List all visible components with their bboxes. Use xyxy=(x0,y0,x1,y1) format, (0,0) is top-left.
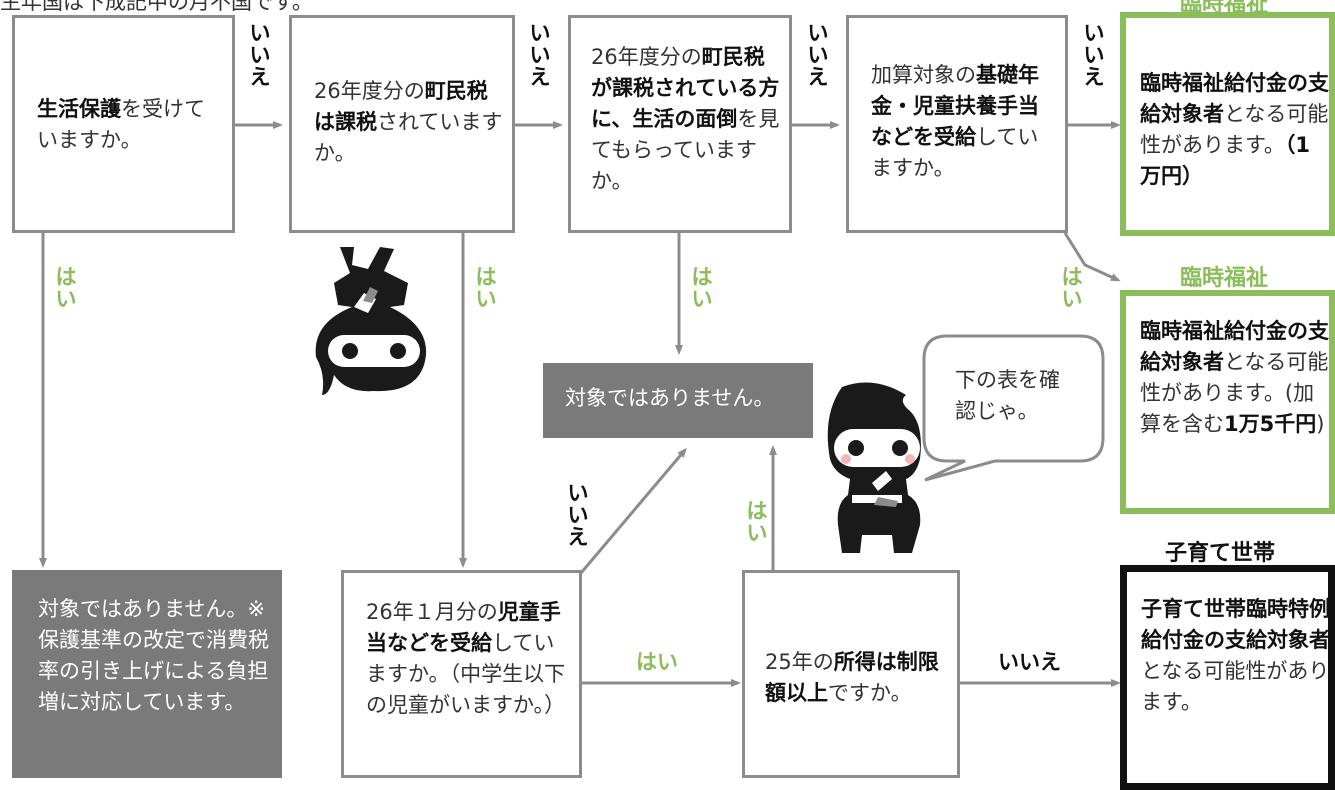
result-not-eligible-left: 対象ではありません。※保護基準の改定で消費税率の引き上げによる負担増に対応してい… xyxy=(12,570,282,778)
question-pension-pre: 加算対象の xyxy=(871,63,976,87)
question-dependent-pre: 26年度分の xyxy=(591,45,702,69)
question-town-tax-pre: 26年度分の xyxy=(314,79,425,103)
label-no-4: いいえ xyxy=(1083,21,1105,89)
heading-child: 子育て世帯 xyxy=(1165,541,1276,566)
question-child-post: していますか。（中学生以下の児童がいますか。） xyxy=(366,631,566,717)
question-welfare: 生活保護を受けていますか。 xyxy=(12,15,235,233)
question-child-bold: 児童手当などを受給 xyxy=(366,600,561,655)
question-town-tax-post: されていますか。 xyxy=(314,110,503,165)
label-yes-5: はい xyxy=(746,499,768,545)
top-note: 生年国は下成記中の月不国です。 xyxy=(0,0,313,14)
result-child-bold: 子育て世帯臨時特例給付金の支給対象者 xyxy=(1141,597,1330,652)
question-pension-post: していますか。 xyxy=(871,125,1039,180)
result-welfare-10k-post: となる可能性があります。 xyxy=(1140,102,1329,157)
label-no-horizontal: いいえ xyxy=(998,650,1061,674)
result-welfare-10k-amount: （1 万円） xyxy=(1140,133,1311,188)
question-dependent: 26年度分の町民税が課税されている方に、生活の面倒を見てもらっていますか。 xyxy=(568,15,792,233)
question-income: 25年の所得は制限額以上ですか。 xyxy=(742,570,960,778)
label-yes-horizontal: はい xyxy=(636,650,678,674)
result-not-eligible-middle-text: 対象ではありません。 xyxy=(565,386,775,410)
label-no-1: いいえ xyxy=(249,21,271,89)
result-welfare-15k-bold: 臨時福祉給付金の支給対象者 xyxy=(1140,319,1329,374)
label-yes-3: はい xyxy=(691,265,713,311)
label-yes-1: はい xyxy=(55,265,77,311)
question-pension: 加算対象の基礎年金・児童扶養手当などを受給していますか。 xyxy=(846,15,1068,233)
question-income-bold: 所得は制限額以上 xyxy=(765,650,939,705)
label-yes-2: はい xyxy=(475,265,497,311)
label-no-3: いいえ xyxy=(807,21,829,89)
question-child-allowance: 26年１月分の児童手当などを受給していますか。（中学生以下の児童がいますか。） xyxy=(341,570,582,778)
ninja-upside-down-icon xyxy=(315,247,427,395)
question-pension-bold: 基礎年金・児童扶養手当などを受給 xyxy=(871,63,1039,149)
question-income-post: ですか。 xyxy=(828,681,912,705)
speech-bubble-text: 下の表を確認じゃ。 xyxy=(955,368,1060,423)
heading-welfare-2: 臨時福祉 xyxy=(1180,266,1269,291)
label-yes-4: はい xyxy=(1061,265,1083,311)
result-welfare-15k-close: ) xyxy=(1316,412,1325,436)
question-dependent-bold: 町民税が課税されている方に、生活の面倒 xyxy=(591,45,780,131)
label-no-5: いいえ xyxy=(567,481,589,549)
speech-bubble xyxy=(922,334,1105,482)
question-dependent-post: を見てもらっていますか。 xyxy=(591,107,780,193)
result-welfare-15k-amount: 1万5千円 xyxy=(1224,412,1317,436)
result-welfare-10k-bold: 臨時福祉給付金の支給対象者 xyxy=(1140,71,1329,126)
label-no-2: いいえ xyxy=(529,21,551,89)
result-not-eligible-left-text: 対象ではありません。※保護基準の改定で消費税率の引き上げによる負担増に対応してい… xyxy=(38,597,269,714)
question-welfare-text: を受けていますか。 xyxy=(37,97,205,152)
question-child-pre: 26年１月分の xyxy=(366,600,498,624)
question-town-tax-bold: 町民税は課税 xyxy=(314,79,488,134)
result-welfare-15k: 臨時福祉給付金の支給対象者となる可能性があります。(加算を含む1万5千円) xyxy=(1120,290,1335,514)
ninja-pointing-icon xyxy=(827,382,921,553)
result-welfare-15k-post: となる可能性があります。(加算を含む xyxy=(1140,350,1329,436)
question-town-tax: 26年度分の町民税は課税されていますか。 xyxy=(289,15,515,233)
question-income-pre: 25年の xyxy=(765,650,834,674)
result-welfare-10k: 臨時福祉給付金の支給対象者となる可能性があります。（1 万円） xyxy=(1120,12,1335,236)
question-welfare-bold: 生活保護 xyxy=(37,97,121,121)
result-child: 子育て世帯臨時特例給付金の支給対象者となる可能性があります。 xyxy=(1120,565,1335,790)
result-not-eligible-middle: 対象ではありません。 xyxy=(543,363,813,438)
result-child-post: となる可能性があります。 xyxy=(1141,659,1330,714)
